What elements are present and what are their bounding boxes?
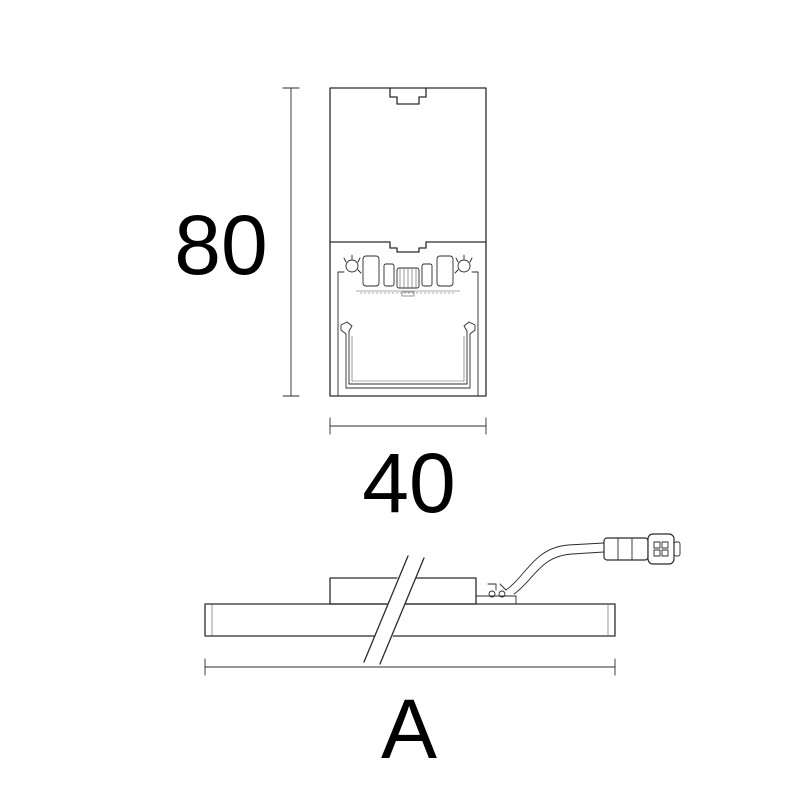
profile-divider: [329, 241, 487, 253]
inner-wall-left: [337, 271, 345, 397]
top-notch: [389, 87, 427, 105]
length-label: A: [381, 682, 437, 776]
width-label: 40: [362, 436, 455, 530]
cable: [505, 542, 605, 591]
connector: [603, 533, 681, 565]
luminaire-body: [204, 603, 616, 637]
length-dimension: [204, 658, 616, 676]
diffuser-inner: [351, 336, 465, 382]
cross-section-view: [282, 87, 487, 435]
cable-gland: [475, 583, 517, 605]
break-lines: [363, 555, 425, 665]
height-dimension: [282, 87, 300, 397]
side-view: [204, 533, 681, 676]
diffuser-channel: [340, 321, 476, 389]
clip-hook-right: [454, 254, 473, 274]
inner-wall-right: [471, 271, 479, 397]
led-module: [356, 255, 460, 297]
height-label: 80: [174, 198, 267, 292]
clip-hook-left: [343, 254, 362, 274]
width-dimension: [329, 417, 487, 435]
